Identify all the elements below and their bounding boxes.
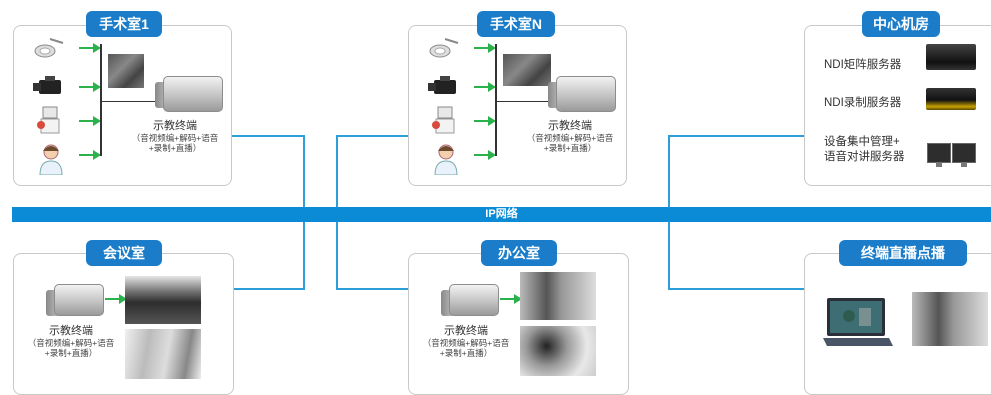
panel-center-title: 中心机房 [862, 11, 940, 37]
wire-or1-h [224, 135, 304, 137]
meeting-terminal-sub1: （音视频编+解码+语音 [27, 338, 115, 348]
panel-orN-title: 手术室N [477, 11, 555, 37]
or1-terminal-icon [155, 76, 223, 114]
server-management-line1: 设备集中管理+ [824, 136, 900, 148]
server-monitor-icon-2 [952, 143, 976, 167]
wire-center-h [668, 135, 804, 137]
ultrasound-icon [35, 105, 65, 139]
orN-terminal-icon [548, 76, 616, 114]
arrow-or1-2 [79, 82, 101, 92]
office-terminal-title: 示教终端 [444, 325, 488, 337]
surgical-light-icon [428, 36, 462, 64]
meeting-preview-screen-2 [125, 329, 201, 379]
panel-live-title: 终端直播点播 [839, 240, 967, 266]
arrow-orN-4 [474, 150, 496, 160]
orN-terminal-sub1: （音视频编+解码+语音 [526, 133, 614, 143]
collector-orN [495, 44, 497, 156]
orN-preview-screen [503, 54, 551, 86]
meeting-preview-screen-1 [125, 276, 201, 324]
orN-terminal-title: 示教终端 [548, 120, 592, 132]
live-preview-screen [912, 292, 988, 346]
office-terminal-sub1: （音视频编+解码+语音 [422, 338, 510, 348]
arrow-meeting [105, 294, 127, 304]
wire-office-h [336, 288, 408, 290]
wire-live-h [668, 288, 804, 290]
server-ndi-matrix-label: NDI矩阵服务器 [824, 59, 902, 71]
server-ndi-record-icon [926, 88, 976, 110]
wire-orN-h [336, 135, 408, 137]
server-management-line2: 语音对讲服务器 [824, 151, 905, 163]
link-or1 [101, 101, 159, 102]
doctor-icon [433, 143, 459, 175]
orN-terminal-sub2: +录制+直播） [543, 143, 597, 153]
arrow-orN-1 [474, 43, 496, 53]
server-ndi-matrix-icon [926, 44, 976, 70]
or1-preview-screen [108, 54, 144, 88]
arrow-or1-4 [79, 150, 101, 160]
link-orN [496, 101, 554, 102]
collector-or1 [100, 44, 102, 156]
panel-or1-title: 手术室1 [86, 11, 162, 37]
server-management-label: 设备集中管理+ 语音对讲服务器 [824, 135, 905, 165]
ip-network-label: IP网络 [485, 208, 518, 220]
meeting-terminal-label: 示教终端 （音视频编+解码+语音 +录制+直播） [20, 322, 122, 358]
server-ndi-record-label: NDI录制服务器 [824, 97, 902, 109]
camera-icon [428, 73, 464, 101]
wire-meeting-h [232, 288, 305, 290]
arrow-orN-2 [474, 82, 496, 92]
office-terminal-icon [441, 284, 499, 318]
meeting-terminal-icon [46, 284, 104, 318]
panel-office-title: 办公室 [481, 240, 557, 266]
meeting-terminal-title: 示教终端 [49, 325, 93, 337]
office-preview-screen-2 [520, 326, 596, 376]
ultrasound-icon [430, 105, 460, 139]
office-terminal-sub2: +录制+直播） [439, 348, 493, 358]
office-preview-screen-1 [520, 272, 596, 320]
arrow-office [500, 294, 522, 304]
doctor-icon [38, 143, 64, 175]
camera-icon [33, 73, 69, 101]
or1-terminal-sub2: +录制+直播） [148, 143, 202, 153]
or1-terminal-label: 示教终端 （音视频编+解码+语音 +录制+直播） [120, 117, 230, 153]
surgical-light-icon [33, 36, 67, 64]
or1-terminal-sub1: （音视频编+解码+语音 [131, 133, 219, 143]
or1-terminal-title: 示教终端 [153, 120, 197, 132]
office-terminal-label: 示教终端 （音视频编+解码+语音 +录制+直播） [415, 322, 517, 358]
ip-network-bar: IP网络 [12, 207, 991, 222]
arrow-or1-1 [79, 43, 101, 53]
meeting-terminal-sub2: +录制+直播） [44, 348, 98, 358]
arrow-orN-3 [474, 116, 496, 126]
laptop-icon [823, 296, 893, 355]
orN-terminal-label: 示教终端 （音视频编+解码+语音 +录制+直播） [515, 117, 625, 153]
arrow-or1-3 [79, 116, 101, 126]
server-monitor-icon-1 [927, 143, 951, 167]
panel-meeting-title: 会议室 [86, 240, 162, 266]
